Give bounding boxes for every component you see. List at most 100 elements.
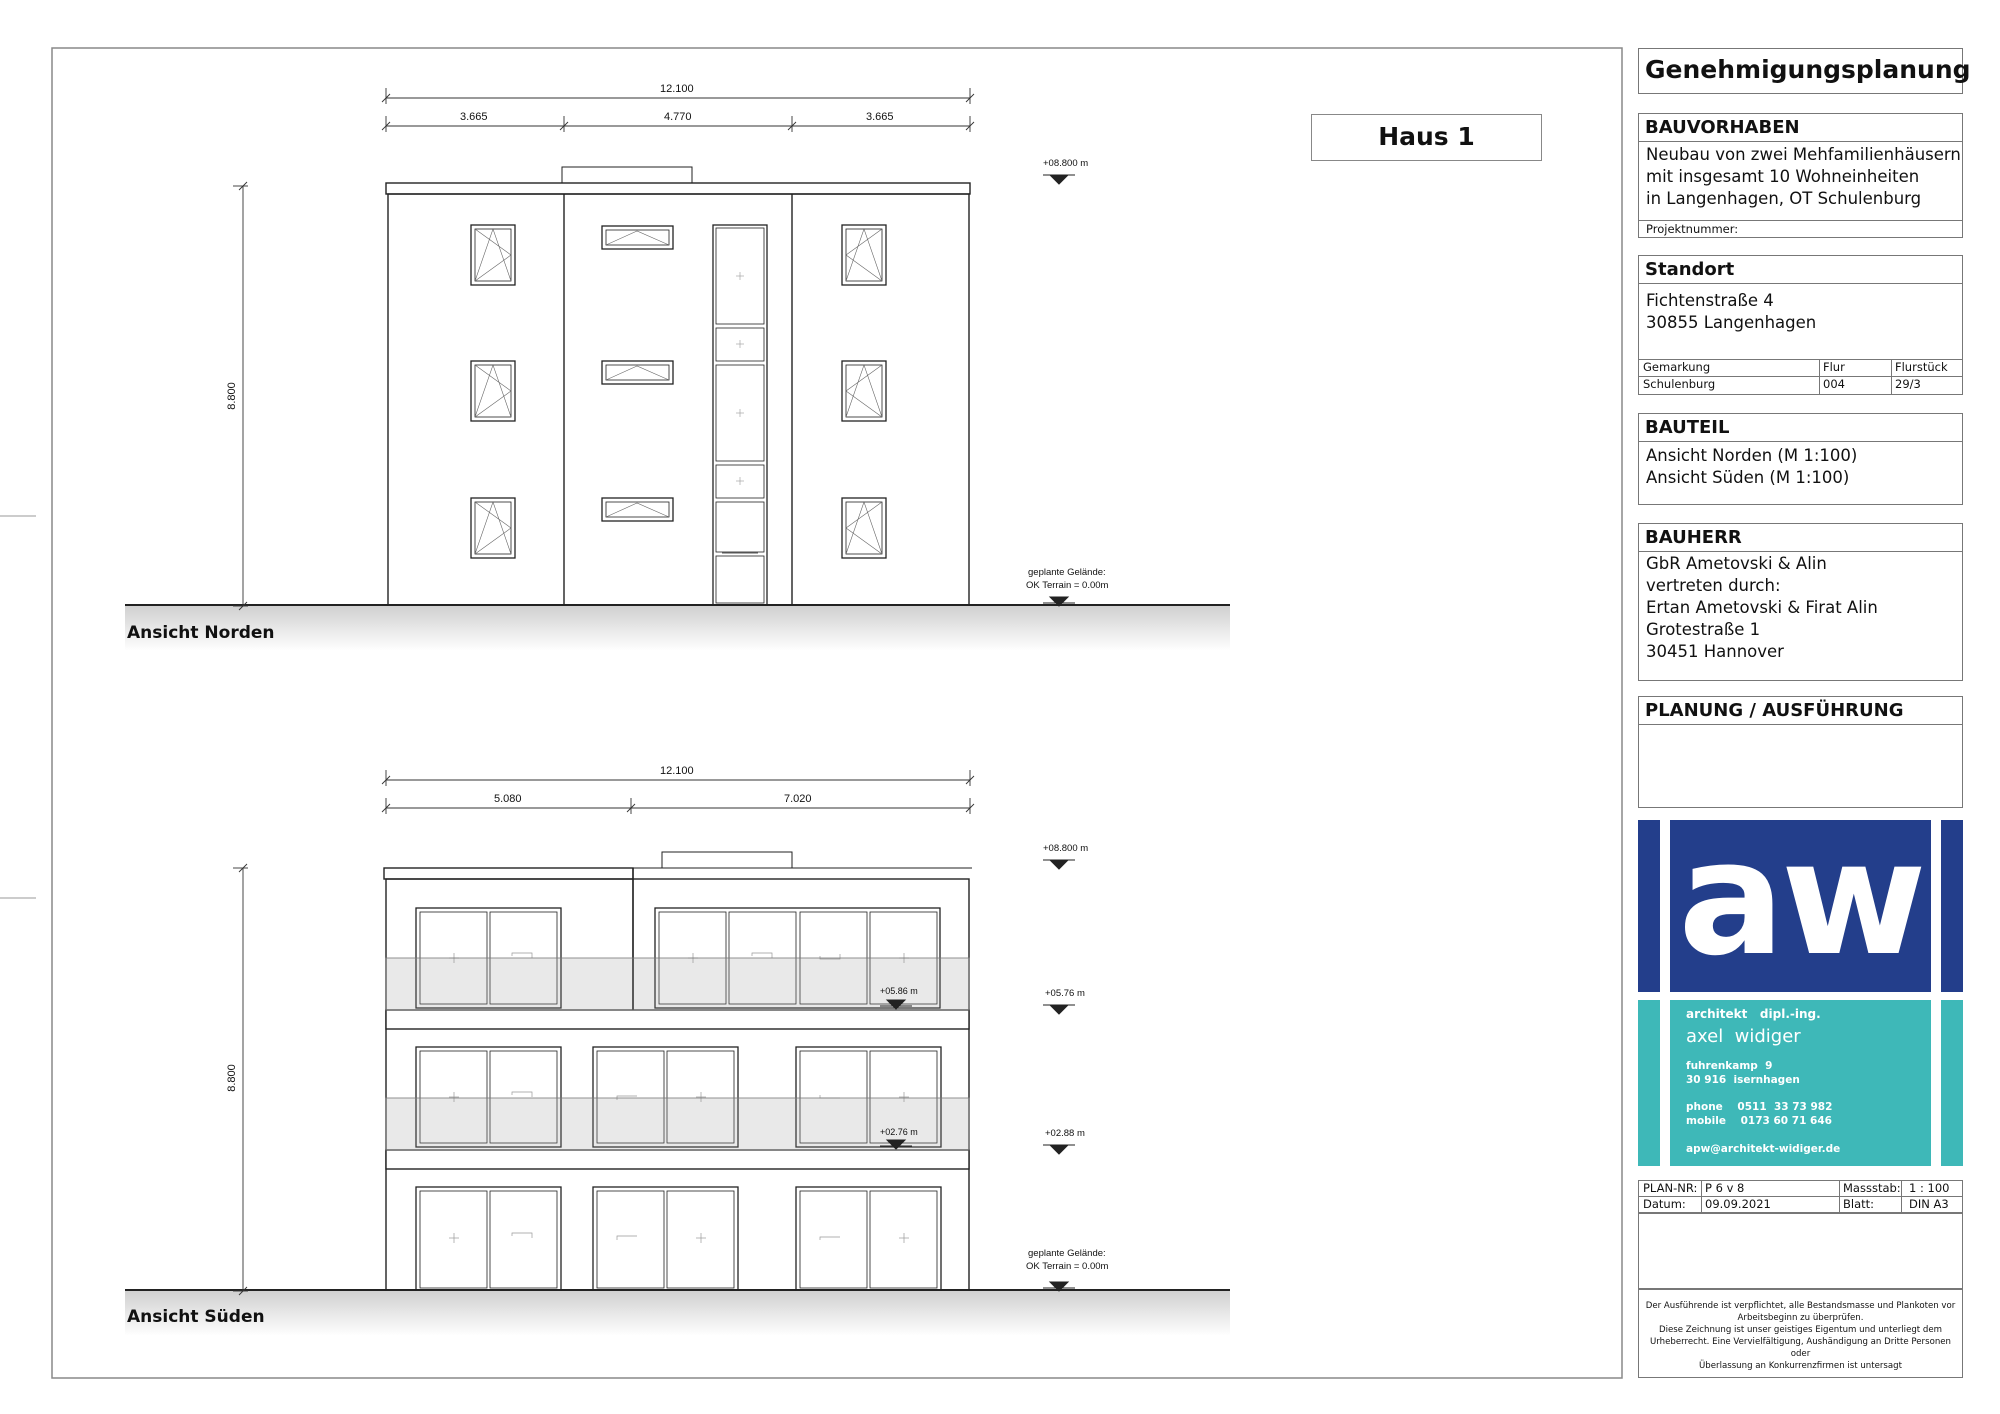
north-terrain-label-1: geplante Gelände: [1028, 567, 1106, 578]
standort-line-2: 30855 Langenhagen [1646, 313, 1817, 332]
north-dim-part-2: 4.770 [664, 111, 692, 123]
haus-label-box: Haus 1 [1311, 114, 1542, 161]
attic-parapet-left [383, 867, 634, 880]
north-level-markers [1043, 174, 1075, 607]
bauherr-line-2: vertreten durch: [1646, 576, 1781, 595]
north-dimensions [233, 88, 975, 611]
bauvorhaben-line-2: mit insgesamt 10 Wohneinheiten [1646, 167, 1920, 186]
balcony-railing [385, 957, 970, 1011]
planung-box: PLANUNG / AUSFÜHRUNG [1638, 696, 1963, 808]
logo-bar-right-top [1941, 820, 1963, 992]
north-dim-total: 12.100 [660, 83, 694, 95]
bauteil-box: BAUTEIL Ansicht Norden (M 1:100) Ansicht… [1638, 413, 1963, 505]
flur-label: Flur [1823, 360, 1845, 374]
haus-label: Haus 1 [1378, 122, 1475, 151]
north-dim-part-3: 3.665 [866, 111, 894, 123]
logo-bar-right-bottom [1941, 1000, 1963, 1166]
architect-logo: aw architekt dipl.-ing. axel widiger fuh… [1638, 814, 1963, 1166]
disclaimer-line-3: Diese Zeichnung ist unser geistiges Eige… [1658, 1325, 1943, 1335]
south-level-2: +05.76 m [1045, 988, 1085, 999]
south-terrain-label-2: OK Terrain = 0.00m [1026, 1261, 1109, 1272]
south-dim-part-1: 5.080 [494, 793, 522, 805]
south-dimensions [233, 770, 975, 1296]
logo-teal-panel [1670, 1000, 1931, 1166]
massstab-label: Massstab: [1843, 1181, 1901, 1195]
disclaimer-line-5: Überlassung an Konkurrenzfirmen ist unte… [1699, 1361, 1902, 1371]
south-level-markers [880, 859, 1075, 1292]
south-dim-total: 12.100 [660, 765, 694, 777]
flurstueck-label: Flurstück [1895, 360, 1948, 374]
logo-blue-panel [1670, 820, 1931, 992]
datum-label: Datum: [1643, 1197, 1686, 1211]
standort-label: Standort [1639, 256, 1962, 284]
bauherr-label: BAUHERR [1639, 524, 1962, 552]
bauvorhaben-box: BAUVORHABEN Neubau von zwei Mehfamilienh… [1638, 113, 1963, 238]
south-level-1-inner: +02.76 m [880, 1127, 918, 1137]
flur-table: Gemarkung Flur Flurstück Schulenburg 004… [1639, 359, 1962, 394]
ground-hatch [125, 605, 1230, 651]
south-height-dim: 8.800 [225, 1064, 238, 1092]
stairwell-glazing [712, 224, 768, 606]
ground-floor-windows [415, 1186, 942, 1291]
facade-wall [387, 193, 970, 606]
standort-line-1: Fichtenstraße 4 [1646, 291, 1774, 310]
standort-box: Standort Fichtenstraße 4 30855 Langenhag… [1638, 255, 1963, 395]
attic-parapet [385, 182, 971, 195]
south-level-1: +02.88 m [1045, 1128, 1085, 1139]
datum-value: 09.09.2021 [1705, 1197, 1771, 1211]
disclaimer-line-4: Urheberrecht. Eine Vervielfältigung, Aus… [1649, 1337, 1952, 1359]
disclaimer-line-1: Der Ausführende ist verpflichtet, alle B… [1645, 1301, 1956, 1311]
blatt-label: Blatt: [1843, 1197, 1875, 1211]
bauherr-line-1: GbR Ametovski & Alin [1646, 554, 1827, 573]
balcony-railing [385, 1097, 970, 1151]
south-terrain-label-1: geplante Gelände: [1028, 1248, 1106, 1259]
bauherr-line-3: Ertan Ametovski & Firat Alin [1646, 598, 1878, 617]
strip-windows [601, 225, 674, 522]
massstab-value: 1 : 100 [1909, 1181, 1950, 1195]
roof-exit [661, 851, 793, 869]
logo-addr1: fuhrenkamp 9 [1686, 1060, 1773, 1072]
disclaimer-box: Der Ausführende ist verpflichtet, alle B… [1638, 1289, 1963, 1378]
bauvorhaben-label: BAUVORHABEN [1639, 114, 1962, 142]
balcony-slab [385, 1149, 970, 1170]
planung-label: PLANUNG / AUSFÜHRUNG [1639, 697, 1962, 725]
roof-exit [561, 166, 693, 184]
blatt-value: DIN A3 [1909, 1197, 1949, 1211]
middle-floor-windows [415, 1046, 942, 1148]
north-level-top: +08.800 m [1043, 158, 1089, 169]
logo-bar-left-top [1638, 820, 1660, 992]
notes-box [1638, 1213, 1963, 1289]
north-dim-part-1: 3.665 [460, 111, 488, 123]
windows-right [841, 224, 887, 559]
south-elevation [125, 770, 1230, 1336]
north-caption: Ansicht Norden [127, 623, 275, 643]
flurstueck-value: 29/3 [1895, 377, 1921, 391]
bauvorhaben-line-3: in Langenhagen, OT Schulenburg [1646, 189, 1922, 208]
title-heading-box: Genehmigungsplanung [1638, 48, 1971, 94]
title-heading: Genehmigungsplanung [1645, 55, 1971, 84]
projektnummer-label: Projektnummer: [1639, 220, 1962, 237]
south-caption: Ansicht Süden [127, 1307, 265, 1327]
bauteil-label: BAUTEIL [1639, 414, 1962, 442]
north-height-dim: 8.800 [225, 382, 238, 410]
logo-bar-left-bottom [1638, 1000, 1660, 1166]
south-level-top: +08.800 m [1043, 843, 1089, 854]
balcony-slab [385, 1009, 970, 1030]
logo-mobile: mobile 0173 60 71 646 [1686, 1115, 1832, 1127]
south-level-2-inner: +05.86 m [880, 986, 918, 996]
south-dim-part-2: 7.020 [784, 793, 812, 805]
north-terrain-label-2: OK Terrain = 0.00m [1026, 580, 1109, 591]
ground-hatch [125, 1290, 1230, 1336]
bauteil-line-2: Ansicht Süden (M 1:100) [1646, 468, 1850, 487]
plan-nr-label: PLAN-NR: [1643, 1181, 1698, 1195]
sheet-frame [51, 47, 1623, 1379]
logo-email: apw@architekt-widiger.de [1686, 1143, 1841, 1155]
logo-mark: aw [1678, 807, 1927, 991]
gemarkung-label: Gemarkung [1643, 360, 1711, 374]
logo-line1: architekt dipl.-ing. [1686, 1007, 1821, 1021]
logo-name: axel widiger [1686, 1026, 1801, 1047]
bauherr-line-5: 30451 Hannover [1646, 642, 1784, 661]
facade-wall [385, 878, 970, 1291]
bauteil-line-1: Ansicht Norden (M 1:100) [1646, 446, 1858, 465]
